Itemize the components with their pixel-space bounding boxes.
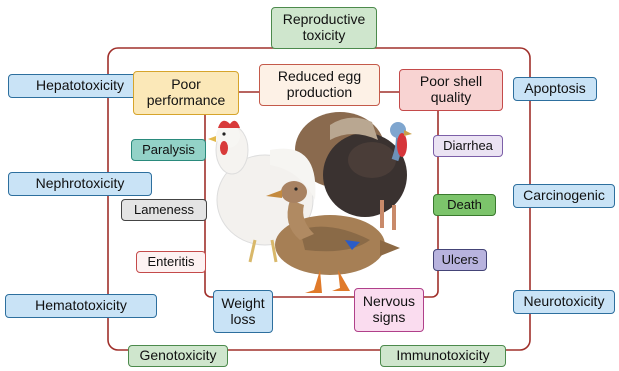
poor-shell-quality-box: Poor shell quality <box>399 69 503 111</box>
lameness-label: Lameness <box>134 203 194 218</box>
diarrhea-label: Diarrhea <box>443 139 493 154</box>
lameness-box: Lameness <box>121 199 207 221</box>
carcinogenic-box: Carcinogenic <box>513 184 615 208</box>
hepatotoxicity-label: Hepatotoxicity <box>36 78 124 94</box>
hepatotoxicity-box: Hepatotoxicity <box>8 74 152 98</box>
neurotoxicity-label: Neurotoxicity <box>524 294 605 310</box>
poor-shell-quality-label: Poor shell quality <box>404 74 498 105</box>
carcinogenic-label: Carcinogenic <box>523 188 605 204</box>
neurotoxicity-box: Neurotoxicity <box>513 290 615 314</box>
poor-performance-box: Poor performance <box>133 71 239 115</box>
nephrotoxicity-label: Nephrotoxicity <box>36 176 125 192</box>
ulcers-label: Ulcers <box>442 253 479 268</box>
reduced-egg-production-box: Reduced egg production <box>259 64 380 106</box>
nephrotoxicity-box: Nephrotoxicity <box>8 172 152 196</box>
nervous-signs-label: Nervous signs <box>359 294 419 325</box>
immunotoxicity-box: Immunotoxicity <box>380 345 506 367</box>
genotoxicity-label: Genotoxicity <box>139 348 216 364</box>
death-box: Death <box>433 194 496 216</box>
immunotoxicity-label: Immunotoxicity <box>396 348 489 364</box>
reproductive-toxicity-label: Reproductive toxicity <box>276 12 372 43</box>
nervous-signs-box: Nervous signs <box>354 288 424 332</box>
reduced-egg-production-label: Reduced egg production <box>264 69 375 100</box>
enteritis-label: Enteritis <box>148 255 195 270</box>
ulcers-box: Ulcers <box>433 249 487 271</box>
genotoxicity-box: Genotoxicity <box>128 345 228 367</box>
hematotoxicity-box: Hematotoxicity <box>5 294 157 318</box>
weight-loss-label: Weight loss <box>218 296 268 327</box>
enteritis-box: Enteritis <box>136 251 206 273</box>
diarrhea-box: Diarrhea <box>433 135 503 157</box>
weight-loss-box: Weight loss <box>213 290 273 333</box>
paralysis-label: Paralysis <box>142 143 195 158</box>
apoptosis-label: Apoptosis <box>524 81 585 97</box>
hematotoxicity-label: Hematotoxicity <box>35 298 127 314</box>
reproductive-toxicity-box: Reproductive toxicity <box>271 7 377 49</box>
paralysis-box: Paralysis <box>131 139 206 161</box>
poor-performance-label: Poor performance <box>138 77 234 108</box>
death-label: Death <box>447 198 482 213</box>
apoptosis-box: Apoptosis <box>513 77 597 101</box>
